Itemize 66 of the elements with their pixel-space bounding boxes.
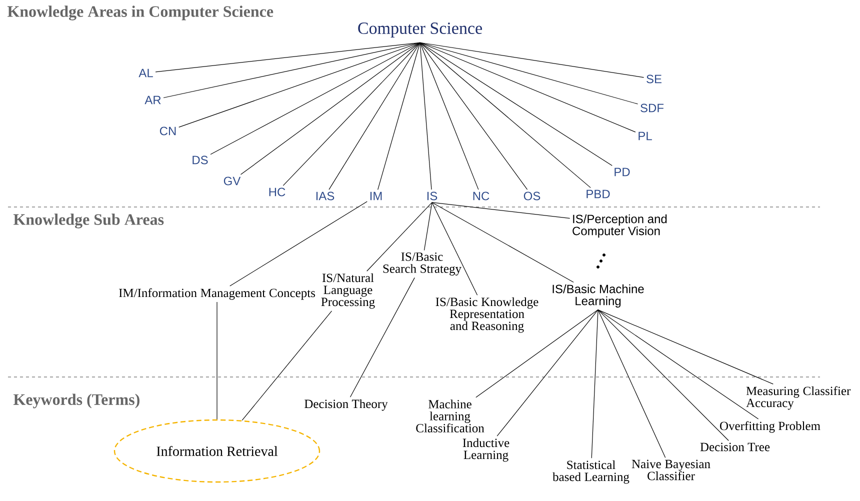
connector-line — [598, 310, 759, 420]
area-code: NC — [473, 192, 490, 200]
area-code: AL — [138, 68, 153, 78]
connector-line — [282, 42, 420, 186]
sub-area-label: IS/Basic Machine Learning — [552, 284, 644, 308]
connector-line — [216, 302, 218, 420]
keyword-label: Decision Tree — [700, 442, 770, 452]
connector-line — [328, 42, 420, 190]
keyword-label: Measuring Classifier Accuracy — [746, 386, 851, 410]
connector-line — [230, 201, 368, 286]
keyword-label: Decision Theory — [304, 399, 388, 411]
area-code: OS — [524, 192, 540, 200]
area-code: IAS — [316, 192, 334, 200]
heading: Knowledge Areas in Computer Science — [7, 6, 274, 20]
connector-line — [476, 310, 598, 398]
connector-line — [420, 42, 644, 78]
connector-line — [598, 310, 774, 384]
connector-line — [350, 277, 415, 398]
connector-line — [240, 42, 420, 175]
sub-area-label: IM/Information Management Concepts — [119, 288, 315, 300]
keyword-label: Statistical based Learning — [552, 460, 630, 484]
connector-line — [598, 310, 729, 441]
keyword-label: Overfitting Problem — [720, 421, 820, 433]
sub-area-label: IS/Natural Language Processing — [321, 273, 375, 309]
connector-line — [420, 42, 432, 190]
area-code: HC — [269, 188, 286, 196]
keyword-label: Inductive Learning — [462, 438, 510, 462]
connector-line — [178, 42, 420, 128]
area-code: AR — [144, 96, 161, 104]
connector-line — [591, 310, 598, 458]
connector-line — [210, 42, 420, 155]
connector-line — [496, 310, 598, 436]
area-code: IM — [370, 192, 382, 200]
connector-line — [432, 202, 570, 219]
connector-line — [420, 42, 591, 188]
connector-line — [163, 42, 420, 98]
keyword-label: Machine learning Classification — [416, 400, 484, 432]
connector-line — [420, 42, 479, 190]
area-code: SE — [646, 74, 662, 84]
area-code: IS — [427, 192, 438, 200]
connector-line — [432, 202, 574, 283]
connector-line — [432, 202, 478, 296]
sub-area-label: IS/Perception and Computer Vision — [572, 214, 667, 238]
connector-line — [420, 42, 638, 104]
area-code: CN — [160, 126, 176, 136]
area-code: DS — [192, 156, 208, 164]
root-label: Computer Science — [358, 22, 482, 38]
connector-line — [420, 42, 528, 190]
section-heading: Knowledge Sub Areas — [13, 214, 164, 228]
connector-line — [424, 202, 432, 251]
connector-line — [378, 42, 420, 190]
connector-line — [598, 310, 666, 458]
area-code: PL — [638, 132, 652, 140]
section-heading: Keywords (Terms) — [13, 394, 140, 408]
area-code: GV — [224, 176, 241, 186]
area-code: PD — [614, 168, 630, 176]
area-code: SDF — [640, 104, 664, 112]
sub-area-label: IS/Basic Search Strategy — [383, 252, 462, 276]
connector-line — [366, 202, 432, 272]
connector-line — [155, 42, 420, 72]
keyword-label: Naive Bayesian Classifier — [632, 460, 710, 480]
sub-area-label: IS/Basic Knowledge Representation and Reasoning — [436, 297, 538, 333]
connector-line — [420, 42, 636, 132]
area-code: PBD — [586, 190, 610, 198]
connector-line — [420, 42, 612, 166]
connector-line — [242, 310, 332, 421]
